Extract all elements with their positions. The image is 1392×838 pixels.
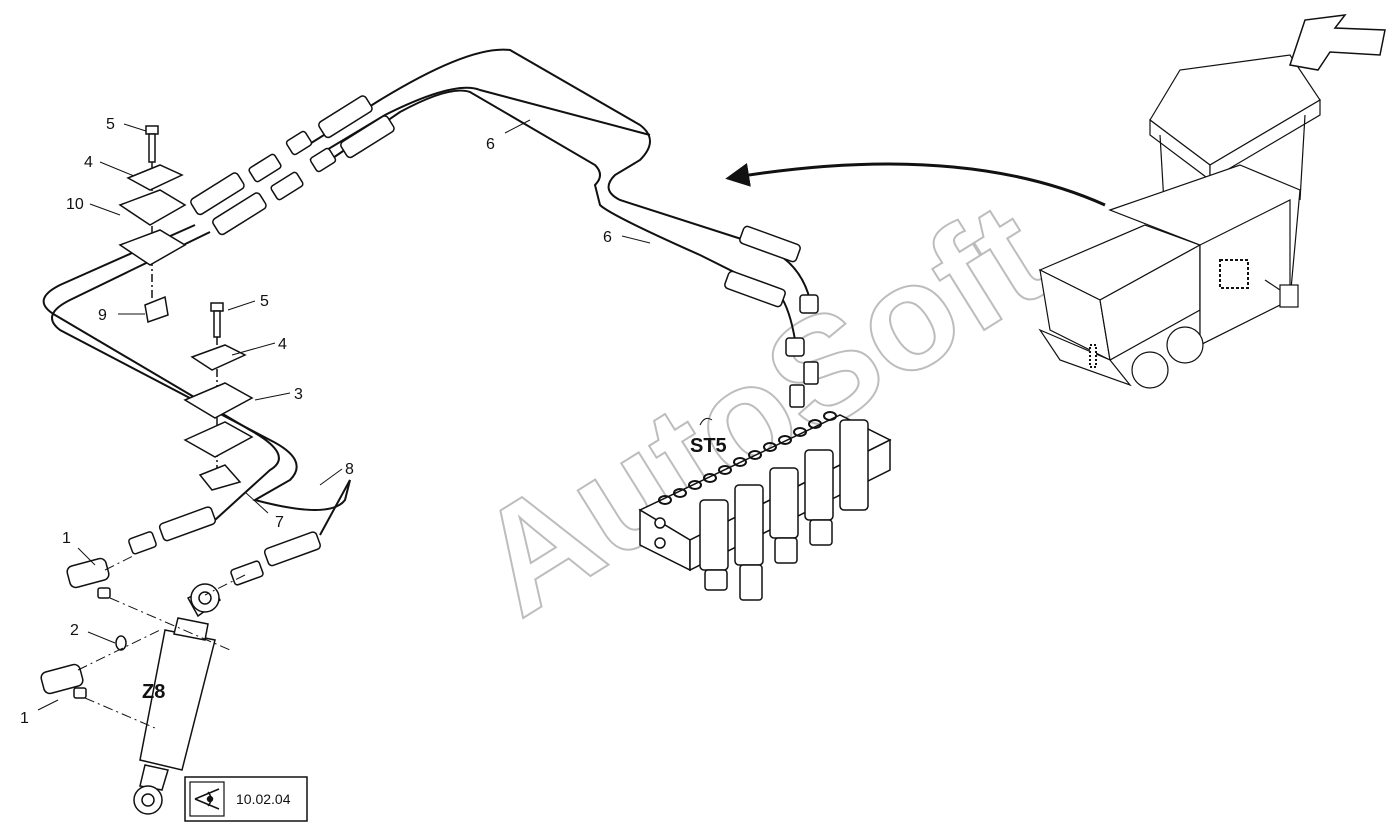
machine-view	[1038, 54, 1321, 389]
hose-6-outer	[299, 48, 811, 301]
view-direction-arrow	[1289, 14, 1386, 71]
hose-7-8	[42, 224, 351, 536]
valve-block-label: ST5	[690, 435, 727, 457]
valve-ports	[658, 411, 837, 505]
callout-4-upper: 4	[84, 154, 93, 171]
callout-10: 10	[66, 196, 84, 213]
callout-5-lower: 5	[260, 293, 269, 310]
callout-1-lower: 1	[20, 710, 29, 727]
callout-9: 9	[98, 307, 107, 324]
reference-number: 10.02.04	[236, 791, 291, 807]
view-eye-icon	[194, 788, 220, 810]
hose-fittings-lower	[128, 506, 322, 586]
callout-1-upper: 1	[62, 530, 71, 547]
callout-4-lower: 4	[278, 336, 287, 353]
callout-5-upper: 5	[106, 116, 115, 133]
fittings-1-2	[40, 557, 127, 699]
callout-6-upper: 6	[486, 136, 495, 153]
callout-8: 8	[345, 461, 354, 478]
hose-fittings-upper	[190, 95, 819, 408]
location-arrow	[725, 162, 1106, 207]
callout-2: 2	[70, 622, 79, 639]
reference-box[interactable]: 10.02.04	[184, 776, 308, 822]
st5-pointer	[699, 417, 713, 426]
center-lines	[77, 554, 246, 729]
callout-3: 3	[294, 386, 303, 403]
leader-lines	[37, 119, 651, 711]
callout-6-lower: 6	[603, 229, 612, 246]
cylinder-label: Z8	[142, 681, 165, 703]
valve-block-st5	[638, 414, 892, 601]
hose-6-inner	[329, 89, 796, 341]
callout-7: 7	[275, 514, 284, 531]
cylinder-z8	[133, 583, 221, 815]
clamp-upper	[118, 125, 187, 323]
clamp-lower	[183, 302, 254, 491]
